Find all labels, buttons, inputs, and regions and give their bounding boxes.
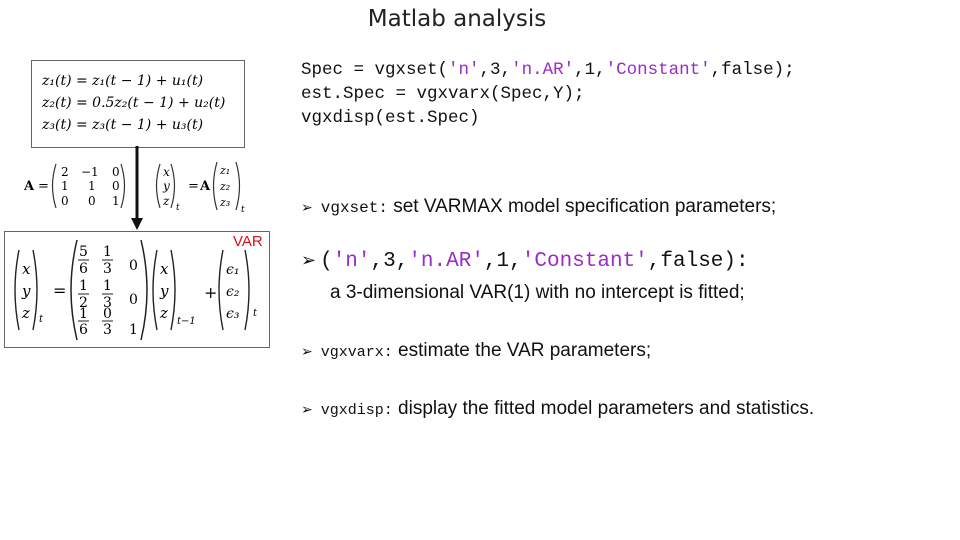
a-r3c2: 0 — [88, 194, 96, 208]
vec-x: x — [163, 165, 170, 179]
c3-r3: 1 — [129, 322, 138, 338]
matrix-a-symbol: A — [23, 179, 35, 194]
c1-n2: 1 — [79, 278, 88, 294]
a-r2c3: 0 — [112, 179, 120, 193]
c2-d2: 3 — [103, 295, 112, 311]
c2-n1: 1 — [103, 244, 112, 260]
var-eq: = — [53, 281, 66, 300]
var-y: y — [21, 282, 31, 300]
vec-z3: z₃ — [219, 196, 230, 209]
bullet-arrow-icon: ➢ — [301, 344, 313, 360]
c1-d1: 6 — [79, 261, 88, 277]
down-arrow-icon — [131, 146, 143, 230]
equation-2: z₂(t) = 0.5z₂(t − 1) + u₂(t) — [41, 95, 225, 111]
var-label: VAR — [233, 233, 263, 250]
var-x: x — [22, 260, 31, 278]
var-eps2: ϵ₂ — [226, 284, 240, 300]
c1-n3: 1 — [79, 306, 88, 322]
bullet-arrow-icon: ➢ — [301, 250, 317, 271]
bullet-vgxdisp: ➢vgxdisp: display the fitted model param… — [301, 398, 815, 419]
c1-d2: 2 — [79, 295, 88, 311]
vec-eq: = — [188, 179, 199, 194]
var-sub-t1: t−1 — [177, 316, 196, 327]
vec-z2: z₂ — [219, 180, 230, 193]
c3-r2: 0 — [129, 292, 138, 308]
a-r1c2: −1 — [81, 165, 99, 179]
a-r3c1: 0 — [61, 194, 69, 208]
bullet-vgxset: ➢vgxset: set VARMAX model specification … — [301, 196, 777, 217]
c2-n3: 0 — [103, 306, 112, 322]
c2-n2: 1 — [103, 278, 112, 294]
var-eps1: ϵ₁ — [226, 262, 239, 278]
var-eps-sub-t: t — [253, 308, 258, 319]
code-line-3: vgxdisp(est.Spec) — [301, 108, 480, 128]
vec-z: z — [162, 194, 170, 208]
equation-1: z₁(t) = z₁(t − 1) + u₁(t) — [41, 73, 203, 89]
var-eps3: ϵ₃ — [226, 306, 240, 322]
a-r1c1: 2 — [61, 165, 69, 179]
var-plus: + — [204, 283, 217, 302]
matrix-a-eq: = — [38, 179, 49, 194]
var-z-lag: z — [159, 304, 168, 322]
a-r2c2: 1 — [88, 179, 96, 193]
a-r3c3: 1 — [112, 194, 120, 208]
matrix-a-transform: A = 2 −1 0 1 1 0 0 0 1 x y z t = A z₁ z₂… — [23, 161, 245, 214]
vec-z1: z₁ — [219, 164, 230, 177]
a-r2c1: 1 — [61, 179, 69, 193]
bullet-arrow-icon: ➢ — [301, 200, 313, 216]
c3-r1: 0 — [129, 258, 138, 274]
var-sub-t: t — [39, 314, 44, 325]
var-y-lag: y — [159, 282, 169, 300]
bullet-arrow-icon: ➢ — [301, 402, 313, 418]
code-block: Spec = vgxset('n',3,'n.AR',1,'Constant',… — [301, 58, 795, 130]
var-z: z — [21, 304, 30, 322]
c2-d3: 3 — [103, 322, 112, 338]
page-title: Matlab analysis — [367, 6, 547, 32]
vec-a-symbol: A — [199, 179, 211, 194]
c1-d3: 6 — [79, 322, 88, 338]
var-x-lag: x — [160, 260, 169, 278]
var-model-box: x y z t = 5 6 1 2 1 6 1 3 1 3 0 3 0 0 1 … — [4, 231, 270, 348]
vec-right-sub-t: t — [241, 205, 245, 214]
c1-n1: 5 — [79, 244, 88, 260]
code-line-1: Spec = vgxset('n',3,'n.AR',1,'Constant',… — [301, 60, 795, 80]
bullet-args: ➢('n',3,'n.AR',1,'Constant',false): — [301, 250, 749, 273]
equation-box: z₁(t) = z₁(t − 1) + u₁(t) z₂(t) = 0.5z₂(… — [31, 60, 245, 148]
a-r1c3: 0 — [112, 165, 120, 179]
vec-y: y — [162, 179, 170, 193]
equation-3: z₃(t) = z₃(t − 1) + u₃(t) — [41, 117, 203, 133]
bullet-args-desc: a 3-dimensional VAR(1) with no intercept… — [330, 282, 745, 303]
bullet-vgxvarx: ➢vgxvarx: estimate the VAR parameters; — [301, 340, 652, 361]
code-line-2: est.Spec = vgxvarx(Spec,Y); — [301, 84, 585, 104]
vec-sub-t: t — [176, 203, 180, 213]
c2-d1: 3 — [103, 261, 112, 277]
